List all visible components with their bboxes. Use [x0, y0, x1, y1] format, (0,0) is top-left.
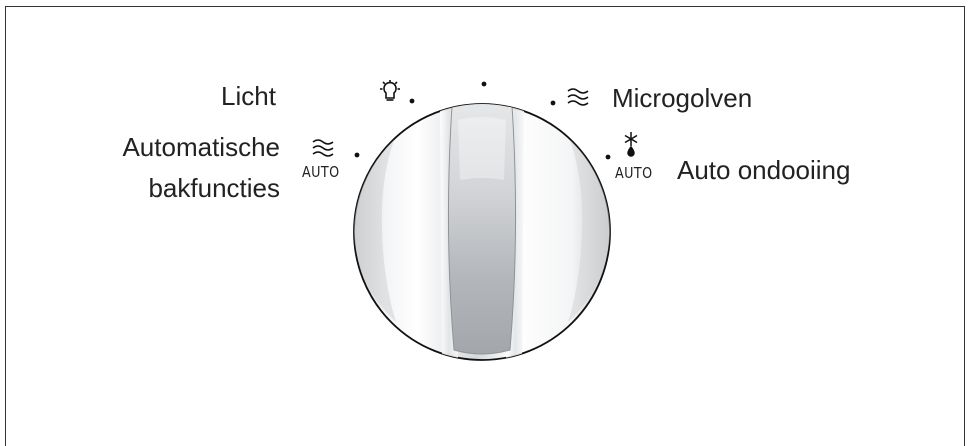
bulb-icon	[380, 80, 400, 101]
position-dot-microwave	[550, 100, 556, 106]
microwave-waves-icon	[567, 88, 589, 106]
selector-dots	[354, 81, 611, 160]
position-dot-top	[481, 81, 487, 87]
snowflake-drop-icon	[624, 132, 638, 157]
selector-knob[interactable]	[353, 100, 611, 361]
position-dot-auto-defrost	[605, 154, 611, 160]
panel-frame	[5, 6, 965, 446]
label-microwave: Microgolven	[612, 83, 753, 113]
position-dot-auto-cooking	[354, 152, 360, 158]
auto-cooking-waves-icon	[312, 139, 334, 157]
position-dot-light	[409, 98, 415, 104]
label-light: Licht	[221, 81, 276, 111]
auto-tag-left: AUTO	[302, 163, 340, 181]
auto-tag-right: AUTO	[615, 164, 653, 182]
label-auto-defrost: Auto ondooiing	[677, 155, 851, 185]
label-auto-cooking-line1: Automatische	[122, 132, 280, 162]
label-auto-cooking-line2: bakfuncties	[148, 173, 280, 203]
